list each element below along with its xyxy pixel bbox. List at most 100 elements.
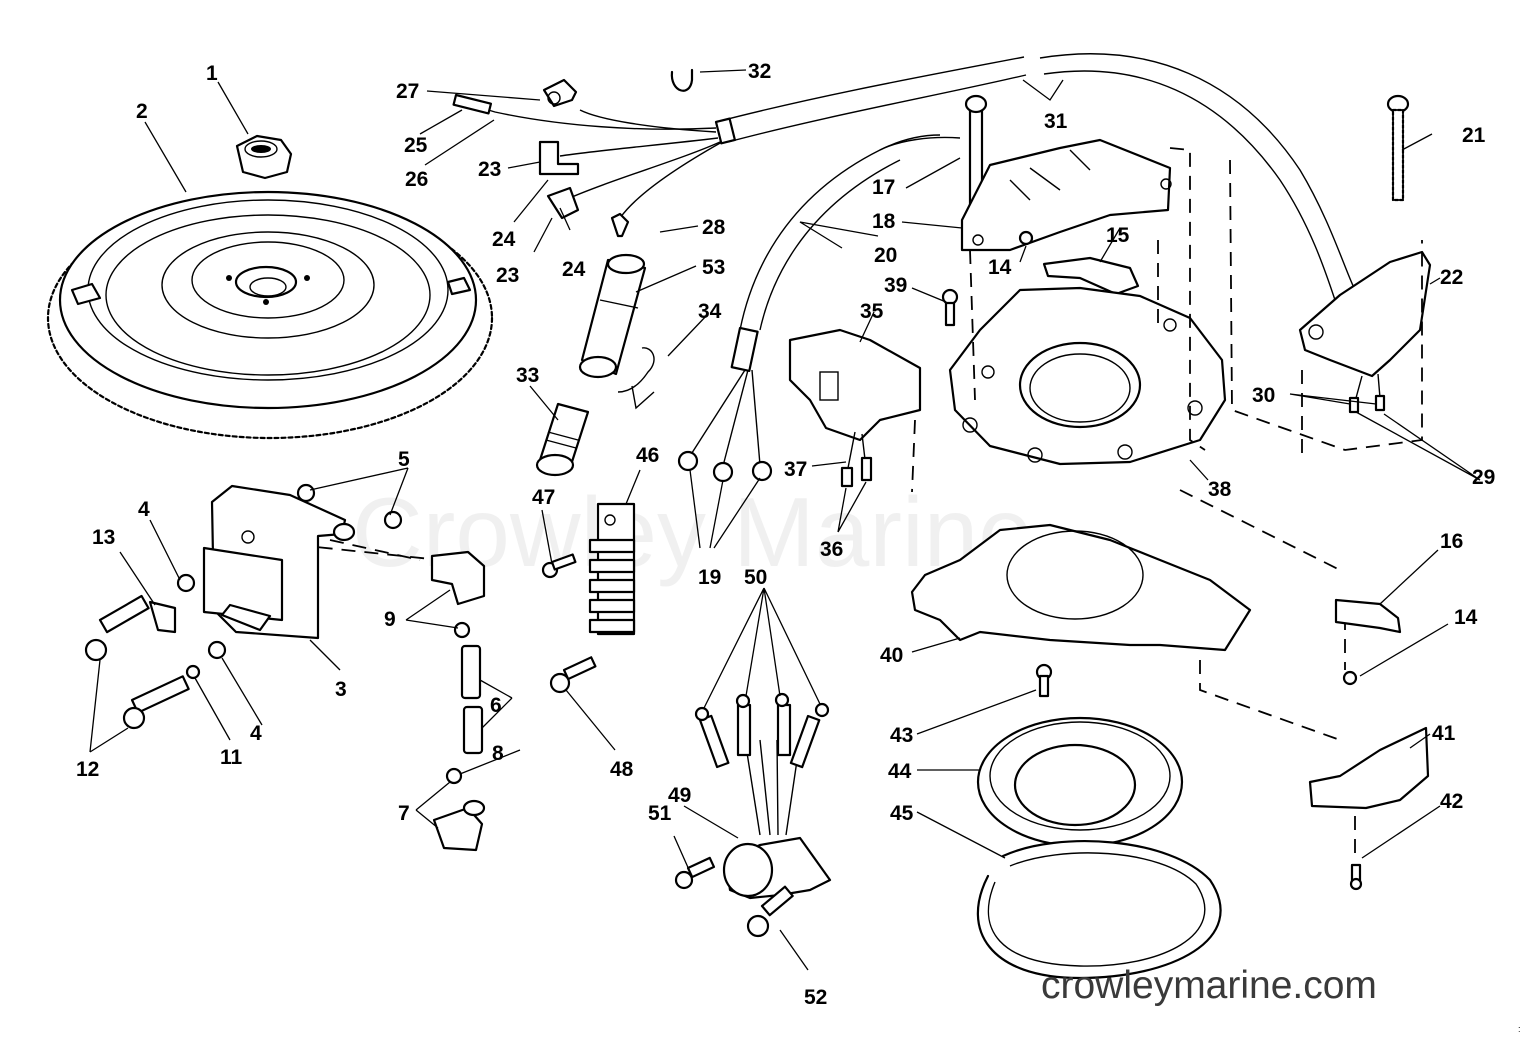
screw-lower-drawing[interactable] xyxy=(1342,670,1358,686)
callout-4a[interactable]: 4 xyxy=(138,498,150,521)
callout-16[interactable]: 16 xyxy=(1440,530,1463,553)
callout-25[interactable]: 25 xyxy=(404,134,428,157)
stator-assembly-drawing[interactable] xyxy=(960,94,1172,252)
screw-upper-drawing[interactable] xyxy=(1018,230,1034,246)
retainer-screw-drawing[interactable] xyxy=(1035,663,1053,698)
tie-strap-clip-drawing[interactable] xyxy=(670,68,694,92)
callout-20[interactable]: 20 xyxy=(874,244,897,267)
rectifier-drawing[interactable] xyxy=(694,692,832,900)
callout-40[interactable]: 40 xyxy=(880,644,903,667)
connector-sleeve-drawing[interactable] xyxy=(578,253,647,379)
callout-45[interactable]: 45 xyxy=(890,802,914,825)
timer-base-magnet-drawing[interactable] xyxy=(1308,726,1430,810)
callout-11[interactable]: 11 xyxy=(220,746,243,769)
callout-53[interactable]: 53 xyxy=(702,256,725,279)
site-url-text[interactable]: crowleymarine.com xyxy=(1041,964,1377,1007)
callout-36[interactable]: 36 xyxy=(820,538,843,561)
support-ring-drawing[interactable] xyxy=(976,839,1222,980)
callout-42[interactable]: 42 xyxy=(1440,790,1463,813)
callout-52[interactable]: 52 xyxy=(804,986,827,1009)
callout-41[interactable]: 41 xyxy=(1432,722,1456,745)
callout-46[interactable]: 46 xyxy=(636,444,659,467)
callout-8[interactable]: 8 xyxy=(492,742,504,765)
flywheel-drawing[interactable] xyxy=(46,190,494,440)
callout-39[interactable]: 39 xyxy=(884,274,907,297)
callout-49[interactable]: 49 xyxy=(668,784,691,807)
callout-3[interactable]: 3 xyxy=(335,678,347,701)
callout-19[interactable]: 19 xyxy=(698,566,721,589)
callout-29[interactable]: 29 xyxy=(1472,466,1495,489)
connector-plug-drawing[interactable] xyxy=(535,402,590,477)
retainer-plate-drawing[interactable] xyxy=(1042,256,1140,296)
charge-coil-screw-drawing[interactable] xyxy=(941,288,959,327)
spark-plug-boot-drawing[interactable] xyxy=(432,799,486,852)
callout-35[interactable]: 35 xyxy=(860,300,884,323)
magnet-screw-drawing[interactable] xyxy=(1349,863,1363,891)
callout-2[interactable]: 2 xyxy=(136,100,148,123)
block-mounting-screw-drawing[interactable] xyxy=(549,656,597,694)
flywheel-nut-drawing[interactable] xyxy=(235,134,293,180)
callout-15[interactable]: 15 xyxy=(1106,224,1130,247)
retainer-ring-drawing[interactable] xyxy=(976,716,1184,848)
callout-34[interactable]: 34 xyxy=(698,300,722,323)
callout-37[interactable]: 37 xyxy=(784,458,807,481)
charge-coil-drawing[interactable] xyxy=(788,328,922,488)
rectifier-bolt-drawing[interactable] xyxy=(746,885,794,938)
callout-7[interactable]: 7 xyxy=(398,802,410,825)
timer-base-sensor-drawing[interactable] xyxy=(1298,250,1432,414)
callout-27[interactable]: 27 xyxy=(396,80,419,103)
harness-sleeve-drawing[interactable] xyxy=(739,134,961,331)
callout-47[interactable]: 47 xyxy=(532,486,555,509)
coil-washer-lower-drawing[interactable] xyxy=(207,640,227,660)
armature-plate-drawing[interactable] xyxy=(948,286,1227,466)
callout-24a[interactable]: 24 xyxy=(492,228,516,251)
boot-spring-drawing[interactable] xyxy=(445,767,463,785)
callout-44[interactable]: 44 xyxy=(888,760,912,783)
coil-boot-drawing[interactable] xyxy=(430,550,486,639)
terminal-block-screw-drawing[interactable] xyxy=(541,553,577,579)
harness-tubing-drawing[interactable] xyxy=(714,53,1356,301)
terminal-block-drawing[interactable] xyxy=(588,502,636,636)
callout-23b[interactable]: 23 xyxy=(496,264,519,287)
callout-31[interactable]: 31 xyxy=(1044,110,1068,133)
harness-wires-drawing[interactable] xyxy=(452,78,723,238)
callout-48[interactable]: 48 xyxy=(610,758,634,781)
callout-14a[interactable]: 14 xyxy=(988,256,1012,279)
callout-33[interactable]: 33 xyxy=(516,364,539,387)
support-plate-drawing[interactable] xyxy=(910,523,1252,652)
callout-23a[interactable]: 23 xyxy=(478,158,501,181)
callout-5[interactable]: 5 xyxy=(398,448,410,471)
callout-12[interactable]: 12 xyxy=(76,758,99,781)
callout-30[interactable]: 30 xyxy=(1252,384,1275,407)
callout-17[interactable]: 17 xyxy=(872,176,895,199)
callout-22[interactable]: 22 xyxy=(1440,266,1463,289)
coil-mounting-screws-drawing[interactable] xyxy=(84,594,190,730)
callout-24b[interactable]: 24 xyxy=(562,258,586,281)
coil-washer-upper-drawing[interactable] xyxy=(176,573,196,593)
callout-14b[interactable]: 14 xyxy=(1454,606,1478,629)
ring-terminals-drawing[interactable] xyxy=(677,326,773,483)
coil-terminal-washer-1-drawing[interactable] xyxy=(296,483,316,503)
callout-1[interactable]: 1 xyxy=(206,62,218,85)
callout-9[interactable]: 9 xyxy=(384,608,396,631)
ignition-coil-drawing[interactable] xyxy=(202,484,356,640)
retainer-wire-drawing[interactable] xyxy=(617,347,655,410)
callout-50[interactable]: 50 xyxy=(744,566,767,589)
rectifier-screw-drawing[interactable] xyxy=(674,856,716,890)
callout-28[interactable]: 28 xyxy=(702,216,726,239)
wire-clamp-drawing[interactable] xyxy=(148,600,177,634)
callout-18[interactable]: 18 xyxy=(872,210,896,233)
sensor-screw-drawing[interactable] xyxy=(1386,94,1410,202)
coil-terminal-washer-2-drawing[interactable] xyxy=(383,510,403,530)
callout-4b[interactable]: 4 xyxy=(250,722,262,745)
callout-21[interactable]: 21 xyxy=(1462,124,1486,147)
callout-32[interactable]: 32 xyxy=(748,60,771,83)
lock-washer-drawing[interactable] xyxy=(185,664,201,680)
boot-sleeves-drawing[interactable] xyxy=(460,644,484,755)
callout-6[interactable]: 6 xyxy=(490,694,502,717)
callout-13[interactable]: 13 xyxy=(92,526,115,549)
callout-26[interactable]: 26 xyxy=(405,168,428,191)
callout-38[interactable]: 38 xyxy=(1208,478,1232,501)
callout-51[interactable]: 51 xyxy=(648,802,672,825)
callout-43[interactable]: 43 xyxy=(890,724,913,747)
